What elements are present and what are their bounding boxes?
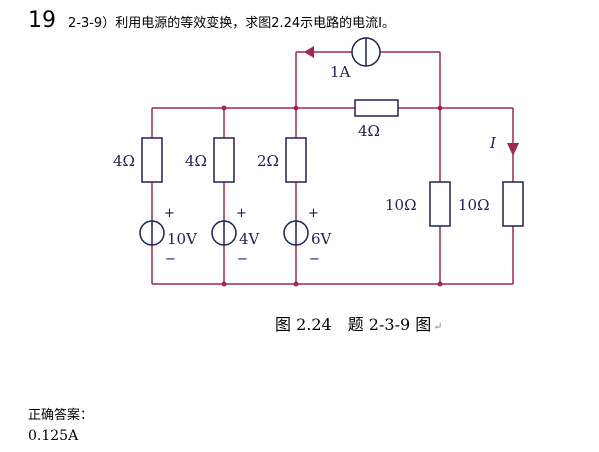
figure-caption: 图 2.24 题 2-3-9 图↵: [275, 311, 442, 335]
branch2-resistor: [213, 137, 235, 183]
node-bottom-3: [437, 281, 443, 287]
current-source-arrow-icon: [304, 46, 314, 58]
question-number: 19: [28, 8, 56, 33]
node-top-2: [293, 105, 299, 111]
branch1-minus: −: [165, 252, 176, 267]
branch3-resistor: [285, 137, 307, 183]
branch3-source-label: 6V: [311, 230, 333, 248]
node-bottom-1: [221, 281, 227, 287]
right-resistor-1-label: 10Ω: [385, 196, 417, 214]
branch3-resistor-label: 2Ω: [257, 152, 279, 170]
right-resistor-2: [502, 181, 524, 227]
paragraph-mark-icon: ↵: [433, 320, 443, 333]
current-i-arrow-icon: [507, 143, 519, 156]
branch1-source-label: 10V: [167, 230, 198, 248]
node-top-3: [437, 105, 443, 111]
circuit-wires: [151, 51, 514, 285]
branch2-plus: +: [236, 206, 247, 221]
right-resistor-2-label: 10Ω: [458, 196, 490, 214]
circuit-elements: [139, 37, 524, 246]
right-resistor-1: [429, 181, 451, 227]
series-resistor: [354, 99, 399, 117]
branch1-plus: +: [164, 206, 175, 221]
node-top-1: [221, 105, 227, 111]
figure-caption-text: 图 2.24 题 2-3-9 图: [275, 315, 432, 334]
branch3-plus: +: [308, 206, 319, 221]
branch2-resistor-label: 4Ω: [185, 152, 207, 170]
circuit-nodes: [221, 105, 443, 287]
current-i-label: I: [489, 134, 497, 152]
branch1-resistor-label: 4Ω: [113, 152, 135, 170]
branch3-minus: −: [309, 252, 320, 267]
branch1-resistor: [141, 137, 163, 183]
circuit-arrows: [304, 46, 519, 156]
question-text: 2-3-9）利用电源的等效变换，求图2.24示电路的电流I。: [68, 16, 395, 31]
branch2-minus: −: [237, 252, 248, 267]
answer-label: 正确答案：: [28, 408, 94, 423]
branch2-source-label: 4V: [239, 230, 261, 248]
current-source-label: 1A: [330, 63, 351, 81]
answer-value: 0.125A: [28, 428, 79, 444]
series-resistor-label: 4Ω: [358, 122, 380, 140]
node-bottom-2: [293, 281, 299, 287]
